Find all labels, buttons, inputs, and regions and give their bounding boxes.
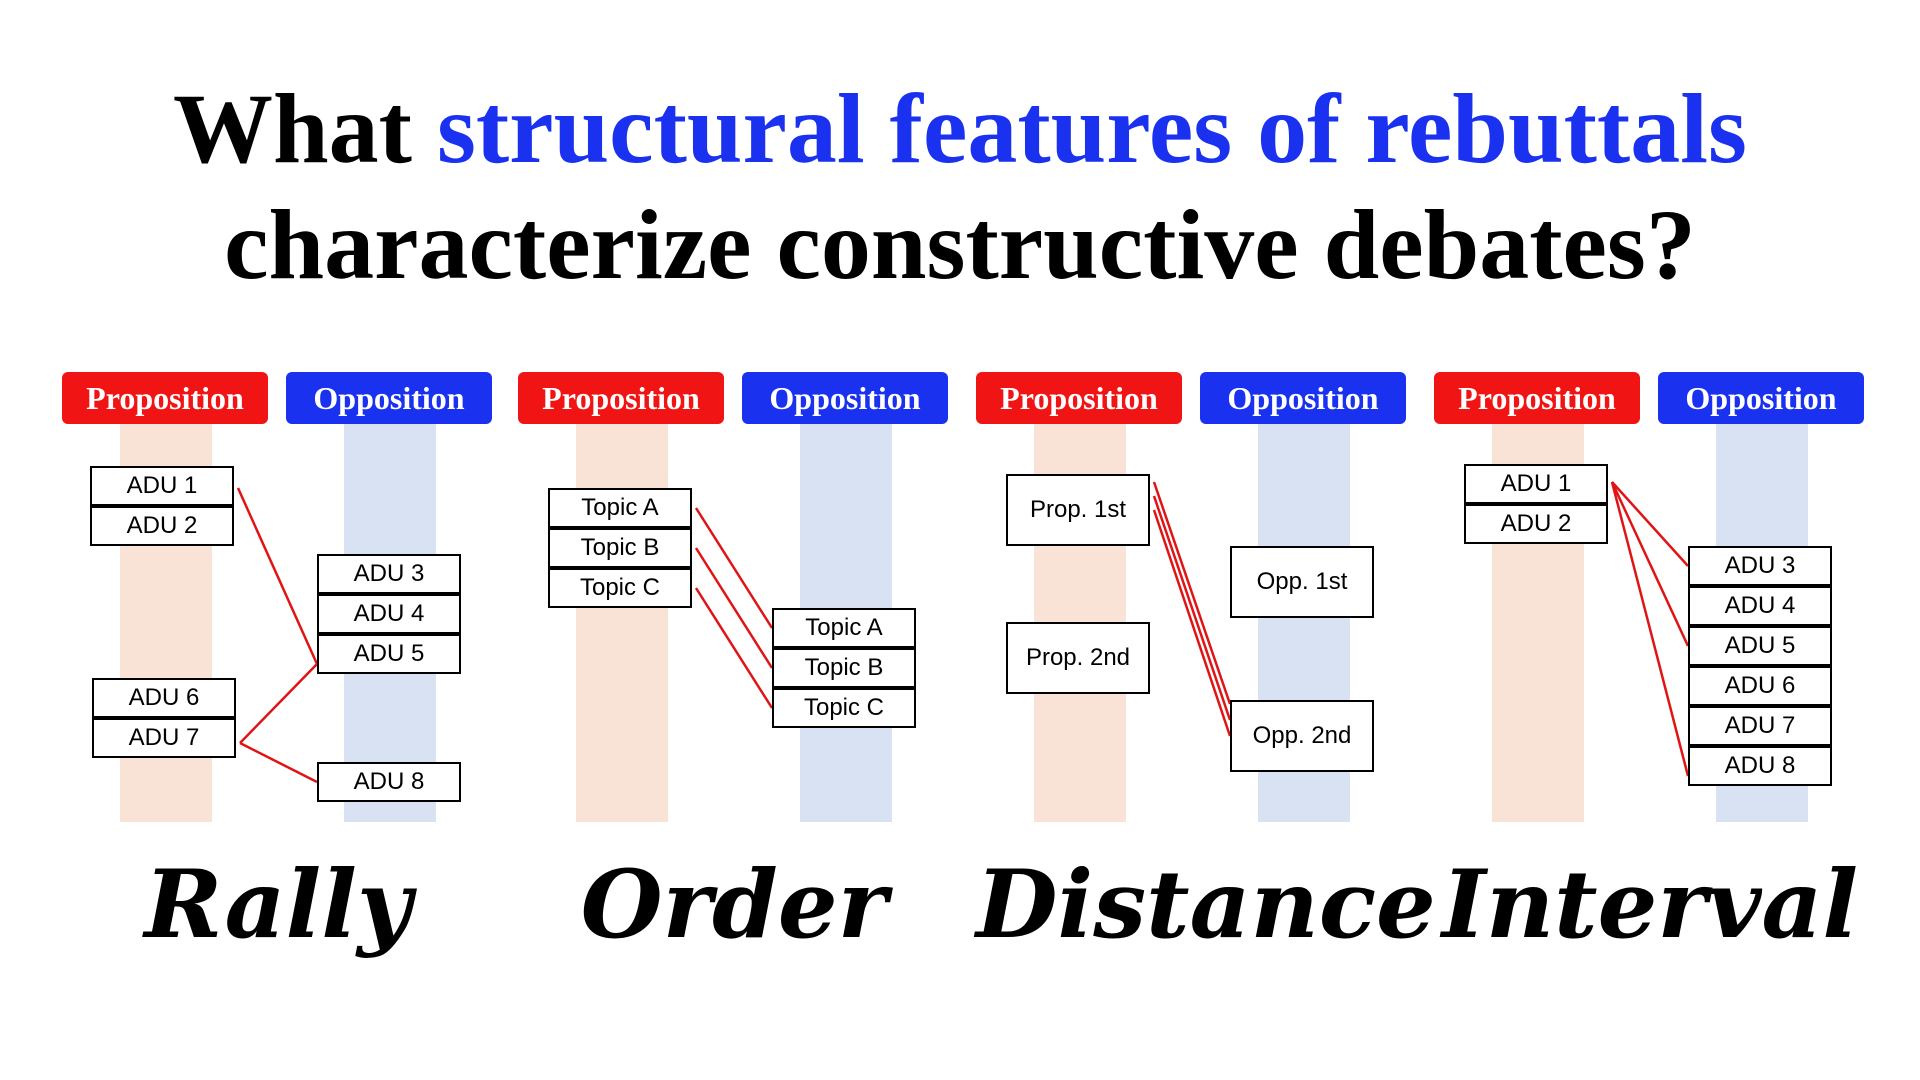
rebuttal-link	[239, 663, 318, 744]
opp-adu-box: ADU 3	[1688, 546, 1832, 586]
opposition-label: Opposition	[286, 372, 492, 424]
opp-adu-box: ADU 7	[1688, 706, 1832, 746]
panel-name-distance: Distance	[976, 850, 1436, 960]
opp-topic-box: Topic C	[772, 688, 916, 728]
prop-adu-box: ADU 1	[1464, 464, 1608, 504]
opp-adu-box: ADU 4	[1688, 586, 1832, 626]
panel-name-interval: Interval	[1441, 850, 1859, 960]
title-line-2: characterize constructive debates?	[224, 189, 1696, 300]
prop-topic-box: Topic C	[548, 568, 692, 608]
opp-topic-box: Topic B	[772, 648, 916, 688]
title-highlight: structural features of rebuttals	[436, 73, 1747, 184]
opposition-label: Opposition	[742, 372, 948, 424]
prop-topic-box: Topic B	[548, 528, 692, 568]
prop-adu-box: ADU 6	[92, 678, 236, 718]
prop-speech-box: Prop. 1st	[1006, 474, 1150, 546]
rebuttal-links	[236, 487, 319, 784]
rebuttal-link	[1152, 481, 1232, 705]
proposition-band	[576, 420, 668, 822]
opp-speech-box: Opp. 1st	[1230, 546, 1374, 618]
rebuttal-link	[1610, 481, 1690, 777]
proposition-label: Proposition	[518, 372, 724, 424]
panel-interval: Proposition Opposition ADU 1 ADU 2 ADU 3…	[1434, 370, 1866, 960]
proposition-label: Proposition	[1434, 372, 1640, 424]
rebuttal-link	[239, 741, 318, 784]
prop-adu-box: ADU 2	[90, 506, 234, 546]
prop-adu-box: ADU 1	[90, 466, 234, 506]
rebuttal-links	[694, 507, 774, 709]
proposition-label: Proposition	[976, 372, 1182, 424]
opp-adu-box: ADU 5	[317, 634, 461, 674]
rebuttal-links	[1610, 481, 1690, 777]
opp-adu-box: ADU 8	[317, 762, 461, 802]
prop-adu-box: ADU 2	[1464, 504, 1608, 544]
opp-topic-box: Topic A	[772, 608, 916, 648]
panel-distance: Proposition Opposition Prop. 1st Prop. 2…	[976, 370, 1436, 960]
panel-rally: Proposition Opposition ADU 1 ADU 2 ADU 6…	[62, 370, 494, 960]
rebuttal-link	[1610, 481, 1690, 647]
opp-adu-box: ADU 3	[317, 554, 461, 594]
rebuttal-links	[1152, 481, 1232, 737]
rebuttal-link	[694, 547, 774, 669]
rebuttal-link	[1152, 509, 1232, 737]
proposition-label: Proposition	[62, 372, 268, 424]
prop-speech-box: Prop. 2nd	[1006, 622, 1150, 694]
rebuttal-link	[1611, 481, 1689, 567]
rebuttal-link	[1152, 495, 1232, 721]
opp-speech-box: Opp. 2nd	[1230, 700, 1374, 772]
panel-order: Proposition Opposition Topic A Topic B T…	[518, 370, 950, 960]
rebuttal-link	[694, 507, 774, 629]
prop-topic-box: Topic A	[548, 488, 692, 528]
opp-adu-box: ADU 5	[1688, 626, 1832, 666]
opposition-label: Opposition	[1658, 372, 1864, 424]
opp-adu-box: ADU 6	[1688, 666, 1832, 706]
panel-name-rally: Rally	[144, 850, 412, 960]
panel-name-order: Order	[580, 850, 888, 960]
prop-adu-box: ADU 7	[92, 718, 236, 758]
rebuttal-link	[694, 587, 774, 709]
title-prefix: What	[173, 73, 437, 184]
opposition-label: Opposition	[1200, 372, 1406, 424]
rebuttal-link	[236, 487, 319, 665]
opp-adu-box: ADU 8	[1688, 746, 1832, 786]
opp-adu-box: ADU 4	[317, 594, 461, 634]
title-line-1: What structural features of rebuttals	[0, 70, 1920, 188]
